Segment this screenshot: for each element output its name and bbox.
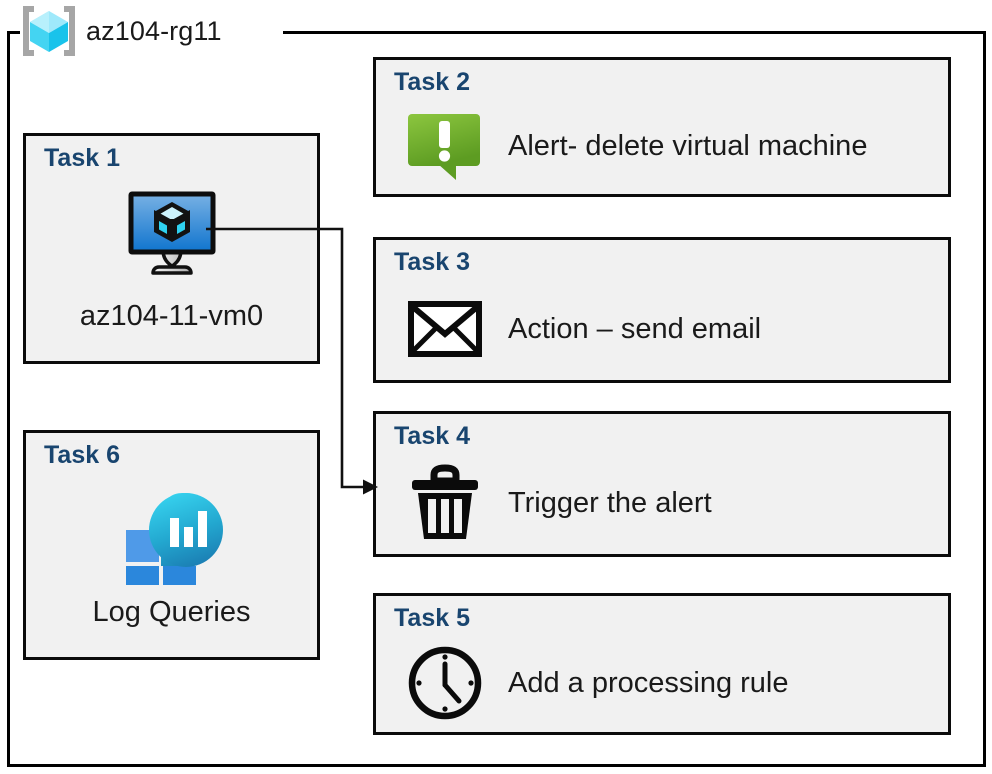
- resource-group-label: az104-rg11: [86, 15, 222, 46]
- task5-card[interactable]: Task 5 Add a processing rule: [373, 593, 951, 735]
- task6-card[interactable]: Task 6: [23, 430, 320, 660]
- task3-row: Action – send email: [404, 284, 938, 374]
- virtual-machine-icon: [123, 188, 221, 285]
- trash-can-icon: [404, 463, 486, 543]
- task4-title: Task 4: [394, 422, 470, 450]
- task6-caption: Log Queries: [92, 596, 251, 628]
- task5-text: Add a processing rule: [508, 666, 789, 699]
- task4-text: Trigger the alert: [508, 486, 712, 519]
- task1-icon-wrap: [26, 188, 317, 285]
- task2-title: Task 2: [394, 68, 470, 96]
- alert-callout-icon: [404, 110, 486, 182]
- task1-title: Task 1: [44, 144, 120, 172]
- task4-card[interactable]: Task 4 Trigger the alert: [373, 411, 951, 557]
- resource-group-boundary: [7, 31, 986, 767]
- task6-title: Task 6: [44, 441, 120, 469]
- task5-title: Task 5: [394, 604, 470, 632]
- envelope-icon: [404, 299, 486, 359]
- task2-text: Alert- delete virtual machine: [508, 129, 868, 162]
- task3-card[interactable]: Task 3 Action – send email: [373, 237, 951, 383]
- log-analytics-icon: [118, 485, 226, 598]
- task3-text: Action – send email: [508, 312, 762, 345]
- clock-icon: [404, 644, 486, 722]
- resource-group-boundary-top-left: [7, 31, 23, 34]
- task2-card[interactable]: Task 2 Alert- delete virtual machin: [373, 57, 951, 197]
- task1-caption: az104-11-vm0: [79, 300, 264, 332]
- task6-icon-wrap: [26, 485, 317, 598]
- task1-card[interactable]: Task 1: [23, 133, 320, 364]
- resource-group-header: az104-rg11: [20, 2, 228, 60]
- resource-group-boundary-top-right: [283, 31, 986, 34]
- task2-row: Alert- delete virtual machine: [404, 104, 938, 188]
- task3-title: Task 3: [394, 248, 470, 276]
- task4-row: Trigger the alert: [404, 458, 938, 548]
- resource-group-cube-icon: [20, 5, 78, 57]
- task5-row: Add a processing rule: [404, 640, 938, 726]
